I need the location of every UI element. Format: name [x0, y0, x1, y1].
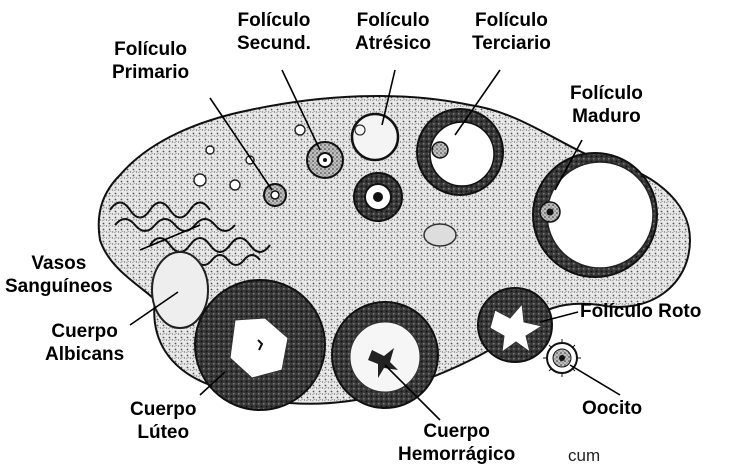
corpus-hemorrhagicum: [332, 302, 438, 408]
primary-follicle: [264, 184, 286, 206]
ruptured-follicle: [478, 288, 552, 362]
label-cuerpo-hemorragico: Cuerpo Hemorrágico: [398, 420, 515, 466]
label-vasos-sanguineos: Vasos Sanguíneos: [5, 252, 113, 298]
label-cuerpo-albicans: Cuerpo Albicans: [45, 320, 124, 366]
mature-follicle: [533, 153, 657, 277]
label-cuerpo-luteo: Cuerpo Lúteo: [130, 398, 197, 444]
label-foliculo-maduro: Folículo Maduro: [570, 82, 643, 128]
leader-oocito: [570, 365, 620, 395]
corpus-luteum: [195, 280, 325, 410]
small-follicle-center: [424, 224, 456, 246]
label-foliculo-terciario: Folículo Terciario: [472, 9, 551, 55]
label-oocito: Oocito: [582, 397, 642, 420]
growing-follicle: [354, 173, 402, 221]
atretic-follicle: [352, 114, 398, 160]
corpus-albicans: [152, 252, 208, 328]
secondary-follicle: [307, 142, 343, 178]
label-foliculo-secundario: Folículo Secund.: [237, 9, 311, 55]
tertiary-follicle: [417, 109, 503, 195]
label-foliculo-atresico: Folículo Atrésico: [355, 9, 431, 55]
label-foliculo-primario: Folículo Primario: [112, 38, 189, 84]
residual-text: cum: [568, 446, 600, 466]
oocyte: [543, 339, 581, 377]
label-foliculo-roto: Folículo Roto: [580, 300, 701, 323]
